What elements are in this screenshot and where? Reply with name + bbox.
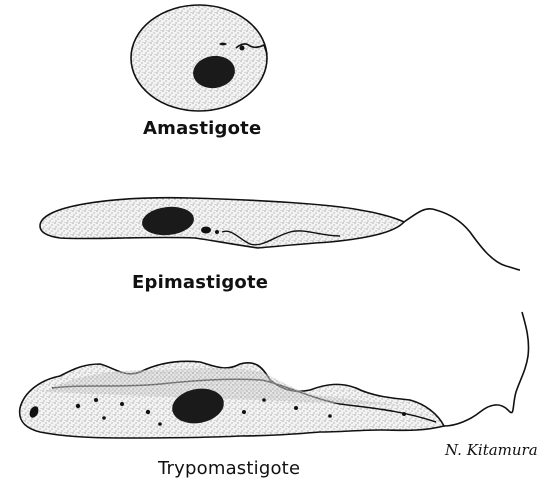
granule [294, 406, 298, 410]
epimastigote-basal-body [215, 230, 219, 234]
amastigote-label: Amastigote [143, 118, 261, 139]
granule [328, 414, 332, 418]
epimastigote-label: Epimastigote [132, 272, 268, 293]
epimastigote-cell [40, 198, 520, 270]
granule [158, 422, 162, 426]
granule [94, 398, 98, 402]
granule [402, 412, 406, 416]
granule [262, 398, 266, 402]
amastigote-cell [131, 5, 267, 111]
granule [242, 410, 246, 414]
amastigote-body [131, 5, 267, 111]
epimastigote-body [40, 198, 404, 248]
artist-signature: N. Kitamura [445, 441, 538, 459]
epimastigote-kinetoplast [201, 227, 211, 234]
trypomastigote-cell [20, 312, 529, 438]
granule [146, 410, 150, 414]
epimastigote-flagellum [404, 209, 520, 270]
granule [76, 404, 80, 408]
amastigote-basal-body [240, 46, 245, 51]
granule [120, 402, 124, 406]
trypomastigote-label: Trypomastigote [158, 458, 300, 479]
trypomastigote-flagellum [444, 312, 529, 426]
granule [102, 416, 106, 420]
